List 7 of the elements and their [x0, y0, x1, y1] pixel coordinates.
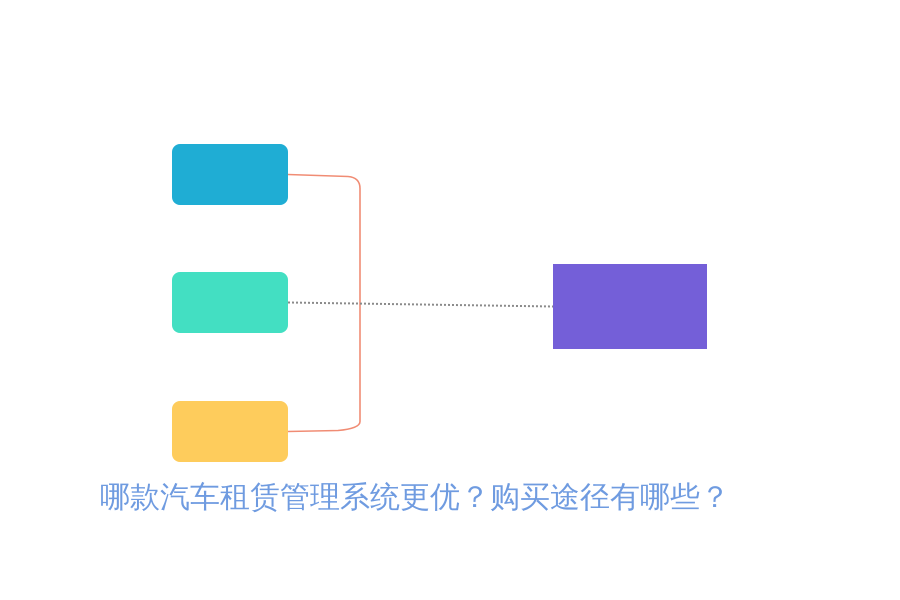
color-block — [172, 401, 288, 462]
dotted-connector — [288, 302, 554, 308]
color-block — [553, 264, 707, 349]
color-block — [172, 272, 288, 333]
title: 哪款汽车租赁管理系统更优？购买途径有哪些？ — [100, 480, 730, 516]
bracket-connector — [288, 174, 361, 432]
color-block — [172, 144, 288, 205]
